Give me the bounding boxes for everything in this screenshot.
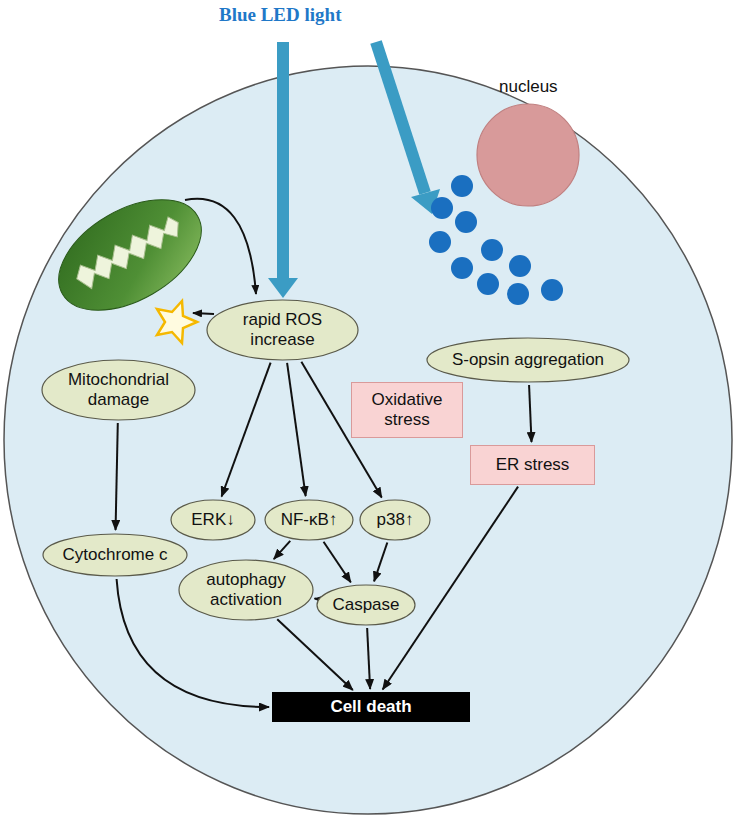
damage-burst (157, 301, 197, 343)
flow-arrow (529, 385, 531, 442)
signal-ellipse: NF-κB↑ (264, 499, 354, 541)
node-text: Oxidative stress (359, 390, 455, 429)
nucleus-circle: nucleus (476, 103, 580, 207)
node-text: nucleus (499, 77, 558, 97)
flow-arrow (116, 423, 118, 530)
mitochondrion (40, 177, 220, 333)
process-ellipse: rapid ROS increase (206, 299, 359, 361)
flow-arrow (274, 541, 290, 559)
process-ellipse: Cytochrome c (42, 533, 188, 577)
flow-arrow (222, 363, 271, 497)
flow-arrow (277, 619, 353, 690)
node-text: autophagy activation (198, 570, 294, 609)
node-text: Cell death (330, 697, 411, 717)
flow-arrow (367, 628, 370, 689)
stress-box: ER stress (470, 445, 595, 485)
cell-outline (4, 66, 732, 814)
circle-outline (476, 103, 580, 207)
outcome-box: Cell death (272, 692, 470, 722)
signal-ellipse: p38↑ (359, 499, 431, 541)
signal-ellipse: ERK↓ (170, 499, 256, 541)
mito-to-ros-arrow (185, 199, 256, 294)
light-source-label: Blue LED light (219, 4, 341, 26)
node-text: ER stress (496, 455, 570, 475)
node-text: ERK↓ (191, 510, 234, 530)
flow-arrow (315, 598, 317, 600)
node-text: Mitochondrial damage (63, 370, 175, 409)
process-ellipse: autophagy activation (178, 559, 314, 621)
process-ellipse: Caspase (316, 584, 416, 626)
node-text: Caspase (332, 595, 399, 615)
node-text: S-opsin aggregation (452, 350, 604, 370)
node-text: NF-κB↑ (281, 510, 338, 530)
node-text: p38↑ (377, 510, 414, 530)
stress-box: Oxidative stress (351, 382, 463, 438)
blue-light-arrows (268, 42, 440, 298)
process-ellipse: S-opsin aggregation (426, 337, 630, 383)
process-ellipse: Mitochondrial damage (41, 359, 196, 421)
ros-to-mito-arrow (193, 313, 214, 314)
flow-arrow (374, 542, 387, 581)
flow-arrow (324, 542, 351, 583)
node-text: Cytochrome c (63, 545, 168, 565)
node-text: rapid ROS increase (228, 310, 338, 349)
flow-arrow (287, 363, 306, 496)
